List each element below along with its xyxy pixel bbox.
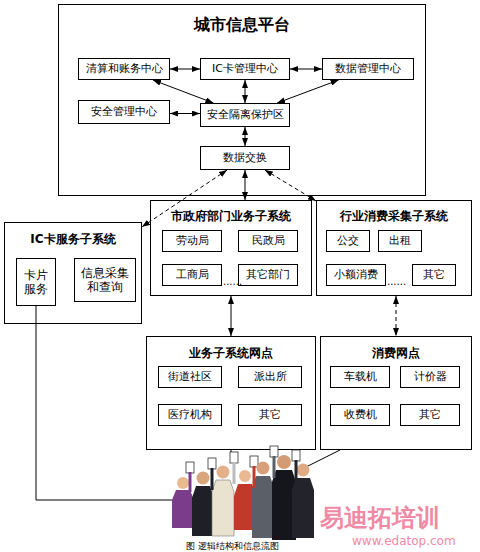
node-label: 出租 xyxy=(389,234,411,247)
person-arm xyxy=(253,466,256,488)
flow-arrow xyxy=(396,296,397,336)
terminal-box: 其它 xyxy=(400,404,460,426)
watermark: www.edatop.com xyxy=(352,534,456,548)
node-label: 其它 xyxy=(259,408,281,421)
ellipsis-mark: ...... xyxy=(223,276,242,287)
department-box: 劳动局 xyxy=(162,230,222,252)
node-label: 数据管理中心 xyxy=(335,62,401,75)
node-label: 其它部门 xyxy=(246,268,290,281)
outlet-box: 派出所 xyxy=(238,366,302,388)
node-label: 计价器 xyxy=(414,370,447,383)
service-box: 卡片服务 xyxy=(16,258,56,306)
held-card xyxy=(230,452,238,463)
subsystem-box: IC卡服务子系统卡片服务 信息采集和查询 xyxy=(4,222,142,324)
node-label: 卡片服务 xyxy=(23,268,49,297)
person-head xyxy=(277,455,291,469)
node-label: 劳动局 xyxy=(176,234,209,247)
terminal-box: 车载机 xyxy=(330,366,390,388)
leader-line xyxy=(300,450,340,470)
person-arm xyxy=(273,456,276,478)
industry-box: 出租 xyxy=(378,230,422,252)
node-label: 医疗机构 xyxy=(168,408,212,421)
watermark: 易迪拓培训 xyxy=(320,502,440,534)
node-label: 清算和账务中心 xyxy=(86,62,163,75)
figure-caption: 图 逻辑结构和信息流图 xyxy=(186,540,279,552)
node-label: 小额消费 xyxy=(334,268,378,281)
node-label: 数据交换 xyxy=(223,151,267,164)
zone-box: 安全隔离保护区 xyxy=(200,103,290,127)
node-label: 民政局 xyxy=(252,234,285,247)
node-label: 其它 xyxy=(419,408,441,421)
service-box: 信息采集和查询 xyxy=(74,258,136,302)
node-label: 公交 xyxy=(337,234,359,247)
outlet-box: 医疗机构 xyxy=(158,404,222,426)
node-label: 派出所 xyxy=(254,370,287,383)
node-heading: 市政府部门业务子系统 xyxy=(153,208,309,225)
person-arm xyxy=(233,462,236,484)
flow-arrow xyxy=(231,296,232,336)
outlet-group-box: 消费网点车载机 计价器收费机 其它 xyxy=(320,336,472,450)
outlet-box: 街道社区 xyxy=(158,366,222,388)
platform-box: 城市信息平台清算和账务中心 IC卡管理中心 数据管理中心安全管理中心 安全隔离保护区数… xyxy=(58,4,426,196)
node-label: 工商局 xyxy=(176,268,209,281)
person-body xyxy=(234,484,256,530)
ellipsis-mark: ...... xyxy=(387,276,406,287)
people-illustration xyxy=(172,446,314,540)
node-heading: IC卡服务子系统 xyxy=(7,231,139,248)
person-head xyxy=(197,472,210,485)
person-arm xyxy=(295,460,298,482)
node-heading: 行业消费采集子系统 xyxy=(319,208,469,225)
node-label: 收费机 xyxy=(344,408,377,421)
person-head xyxy=(239,470,251,482)
person-body xyxy=(272,470,296,540)
leader-line xyxy=(231,450,232,462)
node-label: IC卡管理中心 xyxy=(212,62,278,75)
terminal-box: 计价器 xyxy=(400,366,460,388)
center-box: 安全管理中心 xyxy=(78,100,170,124)
node-label: 信息采集和查询 xyxy=(79,266,131,295)
center-box: 清算和账务中心 xyxy=(78,58,170,80)
held-card xyxy=(208,458,216,469)
node-heading: 业务子系统网点 xyxy=(149,345,313,362)
person-arm xyxy=(211,468,214,490)
terminal-box: 收费机 xyxy=(330,404,390,426)
person-head xyxy=(217,466,230,479)
person-body xyxy=(192,486,214,536)
center-box: IC卡管理中心 xyxy=(200,58,290,80)
person-body xyxy=(252,476,274,538)
held-card xyxy=(186,462,194,473)
department-box: 工商局 xyxy=(162,264,222,286)
industry-box: 其它 xyxy=(412,264,456,286)
node-heading: 城市信息平台 xyxy=(61,15,423,36)
center-box: 数据管理中心 xyxy=(322,58,414,80)
held-card xyxy=(292,450,300,461)
node-label: 安全隔离保护区 xyxy=(207,108,284,121)
person-head xyxy=(257,462,270,475)
node-label: 车载机 xyxy=(344,370,377,383)
person-head xyxy=(297,464,310,477)
outlet-group-box: 业务子系统网点街道社区 派出所医疗机构 其它 xyxy=(146,336,316,450)
person-body xyxy=(212,480,234,536)
department-box: 其它部门 xyxy=(238,264,298,286)
held-card xyxy=(250,456,258,467)
person-arm xyxy=(189,472,192,492)
industry-box: 小额消费 xyxy=(326,264,386,286)
node-heading: 消费网点 xyxy=(323,345,469,362)
exchange-box: 数据交换 xyxy=(200,146,290,170)
industry-box: 公交 xyxy=(326,230,370,252)
node-label: 其它 xyxy=(423,268,445,281)
person-body xyxy=(292,478,314,538)
department-box: 民政局 xyxy=(238,230,298,252)
outlet-box: 其它 xyxy=(238,404,302,426)
person-head xyxy=(177,477,189,489)
node-label: 街道社区 xyxy=(168,370,212,383)
node-label: 安全管理中心 xyxy=(91,105,157,118)
person-body xyxy=(172,490,194,528)
